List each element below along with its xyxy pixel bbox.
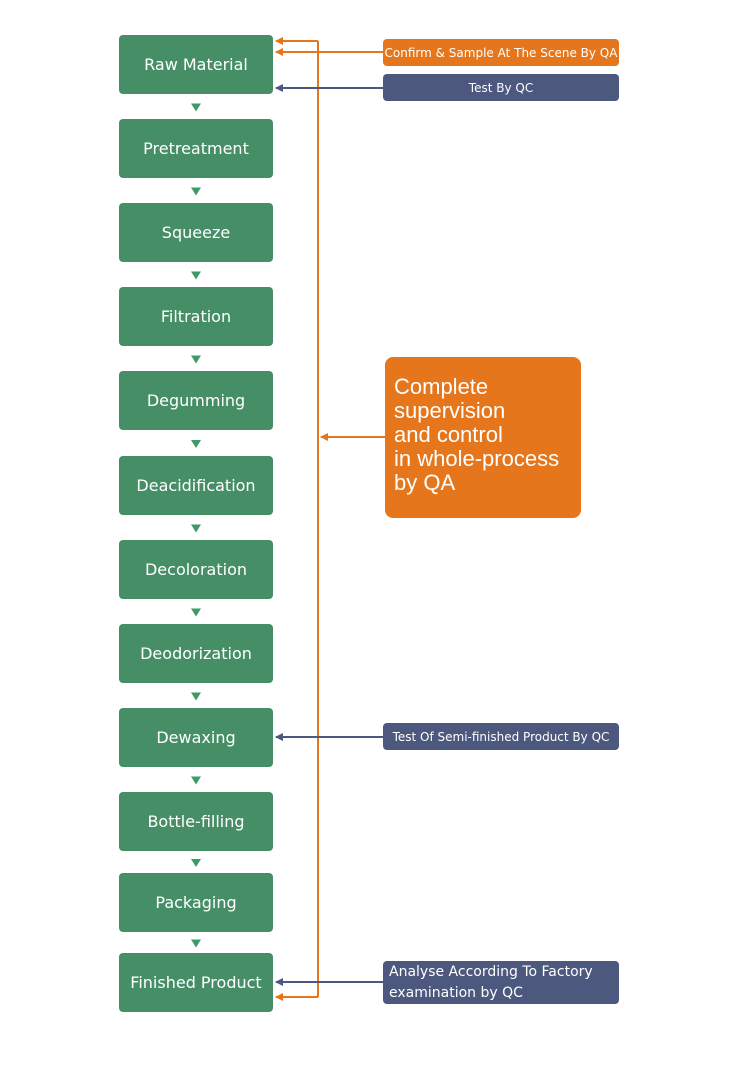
flow-arrow-down-icon [191,776,201,785]
step-packaging: Packaging [119,873,273,932]
qa-supervision-box: Complete supervision and control in whol… [385,357,581,518]
qc-test-note: Test By QC [383,74,619,101]
flow-arrow-down-icon [191,859,201,867]
flow-arrow-down-icon [191,939,201,948]
semi-finished-test-note: Test Of Semi-finished Product By QC [383,723,619,750]
flow-arrow-down-icon [191,355,201,364]
step-raw-material: Raw Material [119,35,273,94]
flow-arrow-down-icon [191,271,201,280]
step-pretreatment: Pretreatment [119,119,273,178]
flow-arrows [191,103,201,948]
step-bottle-filling: Bottle-filling [119,792,273,851]
final-analysis-line-2: examination by QC [389,984,523,1001]
step-dewaxing: Dewaxing [119,708,273,767]
flow-arrow-down-icon [191,440,201,448]
step-degumming: Degumming [119,371,273,430]
final-analysis-note: Analyse According To Factory examination… [383,961,619,1004]
final-analysis-line-1: Analyse According To Factory [389,963,593,980]
step-deodorization: Deodorization [119,624,273,683]
flow-arrow-down-icon [191,692,201,701]
step-decoloration: Decoloration [119,540,273,599]
flow-arrow-down-icon [191,608,201,617]
flow-arrow-down-icon [191,103,201,112]
step-filtration: Filtration [119,287,273,346]
flow-arrow-down-icon [191,524,201,533]
step-finished-product: Finished Product [119,953,273,1012]
step-deacidification: Deacidification [119,456,273,515]
flow-arrow-down-icon [191,187,201,196]
qa-confirm-note: Confirm & Sample At The Scene By QA [383,39,619,66]
step-squeeze: Squeeze [119,203,273,262]
